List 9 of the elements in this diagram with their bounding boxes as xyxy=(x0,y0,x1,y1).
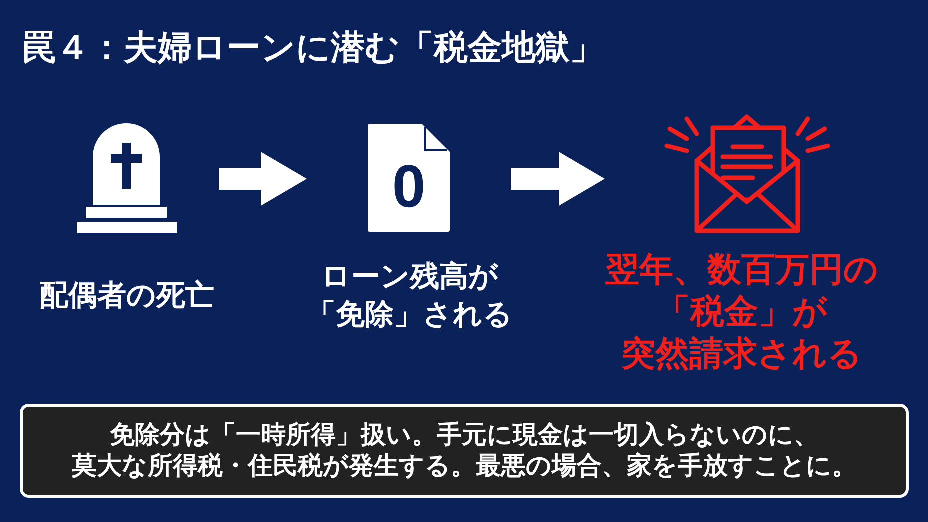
arrow xyxy=(511,152,605,206)
note-panel xyxy=(20,404,909,498)
document-digit: 0 xyxy=(392,162,426,212)
step-caption: 配偶者の死亡 xyxy=(40,278,214,314)
step-caption: ローン残高が「免除」される xyxy=(307,260,513,333)
arrow xyxy=(219,152,307,206)
title-text: 罠４：夫婦ローンに潜む「税金地獄」 xyxy=(22,28,604,68)
note-text: 免除分は「一時所得」扱い。手元に現金は一切入らないのに、莫大な所得税・住民税が発生する。最悪の場合、家を手放すことに。 xyxy=(72,420,857,482)
warning-caption: 翌年、数百万円の「税金」が突然請求される xyxy=(606,250,878,375)
